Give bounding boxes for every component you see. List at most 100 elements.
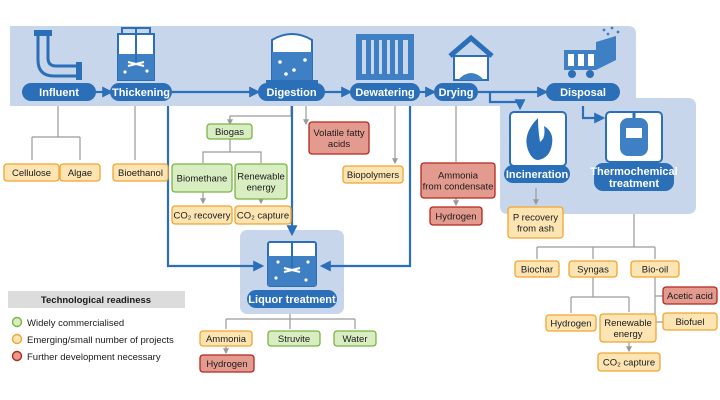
stage-label: Disposal [560,87,606,99]
product-box [630,260,680,278]
stage-pill [247,290,337,308]
product-label: Cellulose [12,168,51,179]
stage-drying: Drying [434,83,478,101]
stage-pill [350,83,420,101]
product-biofuel: Biofuel [662,312,718,331]
product-label: energy [613,329,642,340]
product-ammonia: Ammonia [199,330,253,347]
product-algae: Algae [59,163,101,182]
drying-shed-icon [448,34,494,81]
digestion-tank-icon [266,33,318,84]
product-label: Biogas [215,127,244,138]
product-box [112,163,169,182]
stage-thickening: Thickening [110,83,172,101]
product-label: Biopolymers [347,170,400,181]
product-acetic-acid: Acetic acid [662,286,718,305]
stage-label: Drying [439,87,474,99]
reactor-icon [605,111,663,163]
stage-label: Liquor treatment [248,294,336,306]
legend-header [8,291,185,308]
product-box [514,260,560,278]
legend-swatch-commercial [11,316,23,328]
pipe-icon [34,30,82,80]
product-box [342,165,404,184]
product-box [662,286,718,305]
stage-pill [546,83,620,101]
product-box [429,206,483,226]
truck-icon [564,26,620,78]
product-label: CO₂ capture [603,358,655,369]
product-label: Syngas [577,265,609,276]
process-arrows [96,86,606,272]
stage-label: Digestion [266,87,316,99]
product-label: acids [328,139,350,150]
product-hydrogen-drying: Hydrogen [429,206,483,226]
product-biomethane: Biomethane [171,163,233,193]
product-label: Biochar [521,265,553,276]
stage-liquor: Liquor treatment [247,290,337,308]
stage-label: Influent [39,87,79,99]
stage-pill [594,163,674,191]
stage-digestion: Digestion [258,83,325,101]
stage-pill [434,83,478,101]
product-box [599,313,657,343]
legend: Technological readiness Widely commercia… [8,291,185,363]
stage-label: Thickening [112,87,170,99]
product-biogas: Biogas [206,123,253,140]
legend-swatch-emerging [11,333,23,345]
product-label: Renewable [237,172,285,183]
product-label: Biofuel [675,317,704,328]
product-label: Hydrogen [206,359,247,370]
product-box [199,330,253,347]
product-co2-recovery: CO₂ recovery [171,205,233,225]
product-label: Hydrogen [550,319,591,330]
product-label: Bioethanol [118,168,163,179]
legend-item-commercial: Widely commercialised [27,318,124,329]
product-label: from ash [517,224,554,235]
product-box [545,314,597,332]
legend-swatch-further [11,350,23,362]
product-box [199,354,255,373]
product-box [267,330,321,347]
product-box [420,162,496,199]
product-box [234,163,288,200]
product-cellulose: Cellulose [3,163,60,182]
product-boxes: Cellulose Algae Bioethanol BiogasBiomethane… [3,121,718,373]
product-biopolymers: Biopolymers [342,165,404,184]
product-label: CO₂ capture [237,211,289,222]
legend-item-further: Further development necessary [27,352,161,363]
product-label: Renewable [604,318,652,329]
product-box [3,163,60,182]
legend-title: Technological readiness [41,295,151,306]
product-box [597,352,661,372]
flame-icon [509,111,567,167]
product-label: Hydrogen [435,212,476,223]
product-label: Algae [68,168,92,179]
product-label: Biomethane [177,174,228,185]
stage-icons [34,26,663,287]
stage-pill [258,83,325,101]
filter-press-icon [356,34,414,80]
product-biooil: Bio-oil [630,260,680,278]
stage-pill [22,83,96,101]
product-label: energy [246,183,275,194]
stage-dewatering: Dewatering [350,83,420,101]
product-label: Bio-oil [642,265,668,276]
product-label: P recovery [513,213,558,224]
product-box [59,163,101,182]
product-label: Volatile fatty [313,128,364,139]
product-label: Ammonia [438,171,479,182]
product-label: Acetic acid [667,291,713,302]
stage-label: Incineration [506,169,569,181]
stage-pill [504,165,570,183]
product-water: Water [333,330,377,347]
product-label: from condensate [423,182,494,193]
stage-influent: Influent [22,83,96,101]
product-label: Water [343,334,368,345]
product-box [507,206,564,239]
